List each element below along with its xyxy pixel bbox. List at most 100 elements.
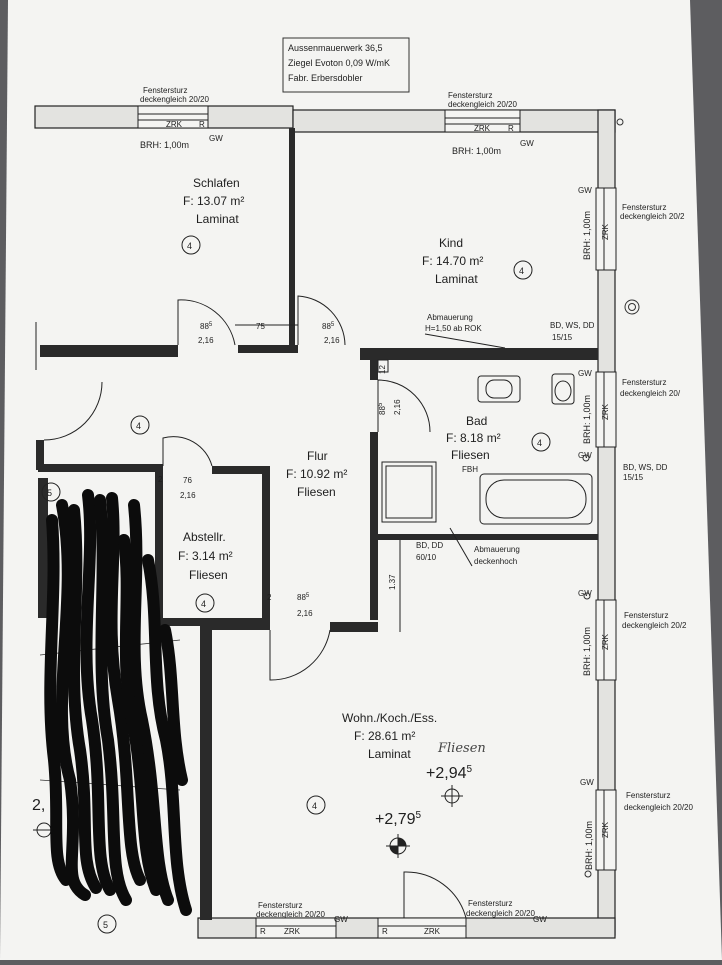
room-kind: Kind F: 14.70 m² Laminat 4 — [422, 236, 533, 286]
gw-label: GW — [209, 134, 223, 143]
room-wohn: Wohn./Koch./Ess. F: 28.61 m² Laminat Fli… — [306, 711, 486, 815]
marker-circle — [616, 118, 624, 126]
fenstersturz-value: deckengleich 20/2 — [620, 212, 685, 221]
room-floor: Laminat — [435, 272, 478, 286]
gw-label: GW — [334, 915, 348, 924]
room-area: F: 8.18 m² — [446, 431, 501, 445]
dim-height: 2,16 — [180, 491, 196, 500]
room-abstell: Abstellr. F: 3.14 m² Fliesen 4 — [178, 530, 233, 613]
redaction-scribble — [44, 489, 192, 916]
room-badge — [41, 482, 61, 502]
room-name: Flur — [307, 449, 328, 463]
room-name: Schlafen — [193, 176, 240, 190]
heating-label: FBH — [462, 465, 478, 474]
fenstersturz-title: Fenstersturz — [622, 203, 666, 212]
marker-circle — [582, 454, 590, 462]
fenstersturz-title: Fenstersturz — [626, 791, 670, 800]
window-notes-bottom: Fenstersturz deckengleich 20/20 Fensters… — [256, 899, 547, 936]
bd-ws-dd-label: BD, WS, DD — [550, 321, 595, 330]
dim-height: 2,16 — [324, 336, 340, 345]
bd-ws-dd-size: 15/15 — [552, 333, 573, 342]
room-badge-number: 4 — [136, 421, 141, 431]
brh-label: BRH: 1,00m — [582, 211, 592, 260]
header-line-1: Aussenmauerwerk 36,5 — [288, 43, 383, 53]
room-badge-number: 4 — [201, 599, 206, 609]
room-name: Abstellr. — [183, 530, 226, 544]
fenstersturz-title: Fenstersturz — [143, 86, 187, 95]
abmauerung-label: Abmauerung — [427, 313, 473, 322]
room-area: F: 14.70 m² — [422, 254, 483, 268]
bd-dd-label: BD, DD — [416, 541, 443, 550]
dim-width: 885 — [200, 322, 213, 331]
brh-label: BRH: 1,00m — [582, 627, 592, 676]
r-label: R — [260, 927, 266, 936]
interior-notes: Abmauerung H=1,50 ab ROK BD, WS, DD 15/1… — [416, 313, 595, 567]
dimensions: 885 2,16 75 885 2,16 76 2,16 885 2,16 88… — [158, 322, 402, 632]
elevation-markers: +2,945 +2,795 2, — [32, 764, 472, 858]
zrk-label: ZRK — [601, 633, 610, 650]
dim-width: 76 — [183, 476, 192, 485]
dim-height: 2,16 — [393, 399, 402, 415]
bd-ws-dd-label: BD, WS, DD — [623, 463, 668, 472]
room-area: F: 28.61 m² — [354, 729, 415, 743]
gw-label: GW — [578, 369, 592, 378]
abmauerung-label: Abmauerung — [474, 545, 520, 554]
room-badge — [181, 235, 201, 255]
elevation-value-cut: 2, — [32, 797, 45, 814]
elevation-value: +2,945 — [426, 764, 472, 782]
room-floor: Laminat — [368, 747, 411, 761]
room-floor: Fliesen — [297, 485, 336, 499]
fenstersturz-title: Fenstersturz — [622, 378, 666, 387]
door-swings — [35, 295, 467, 919]
fenstersturz-title: Fenstersturz — [468, 899, 512, 908]
dim-width: 12 — [378, 365, 387, 374]
zrk-label: ZRK — [601, 223, 610, 240]
room-bad: Bad F: 8.18 m² Fliesen FBH 4 — [446, 414, 551, 474]
room-schlafen: Schlafen F: 13.07 m² Laminat 4 — [181, 176, 244, 255]
zrk-label: ZRK — [474, 124, 491, 133]
room-name: Bad — [466, 414, 487, 428]
room-area: F: 3.14 m² — [178, 549, 233, 563]
room-badge — [306, 795, 326, 815]
zrk-label: ZRK — [601, 821, 610, 838]
elevation-value: +2,795 — [375, 810, 421, 828]
room-area: F: 10.92 m² — [286, 467, 347, 481]
dim-width: 2 — [158, 475, 163, 484]
walls — [34, 105, 617, 939]
bd-ws-dd-size: 15/15 — [623, 473, 644, 482]
gw-label: GW — [580, 778, 594, 787]
fenstersturz-value: deckengleich 20/20 — [466, 909, 535, 918]
room-badge-number: 5 — [47, 488, 52, 498]
fenstersturz-value: deckengleich 20/20 — [624, 803, 693, 812]
r-label: R — [382, 927, 388, 936]
fenstersturz-title: Fenstersturz — [448, 91, 492, 100]
r-label: R — [508, 124, 514, 133]
fenstersturz-title: Fenstersturz — [624, 611, 668, 620]
room-floor: Laminat — [196, 212, 239, 226]
brh-label: BRH: 1,00m — [140, 140, 189, 150]
header-line-2: Ziegel Evoton 0,09 W/mK — [288, 58, 390, 68]
room-badge-number: 4 — [187, 241, 192, 251]
fenstersturz-value: deckengleich 20/20 — [256, 910, 325, 919]
brh-label: BRH: 1,00m — [584, 821, 594, 870]
marker-circle — [583, 592, 591, 600]
room-badge-number: 4 — [312, 801, 317, 811]
room-badge — [195, 593, 215, 613]
dim-height: 2,16 — [198, 336, 214, 345]
zrk-label: ZRK — [166, 120, 183, 129]
fenstersturz-title: Fenstersturz — [258, 901, 302, 910]
fenstersturz-value: deckengleich 20/ — [620, 389, 681, 398]
dim-height: 2,16 — [297, 609, 313, 618]
dim-width: 885 — [378, 402, 387, 415]
zrk-label: ZRK — [284, 927, 301, 936]
room-name: Wohn./Koch./Ess. — [342, 711, 437, 725]
brh-label: BRH: 1,00m — [582, 395, 592, 444]
abmauerung-height: deckenhoch — [474, 557, 517, 566]
zrk-label: ZRK — [424, 927, 441, 936]
room-floor: Fliesen — [451, 448, 490, 462]
room-flur: Flur F: 10.92 m² Fliesen 4 — [130, 415, 347, 499]
room-badge — [130, 415, 150, 435]
